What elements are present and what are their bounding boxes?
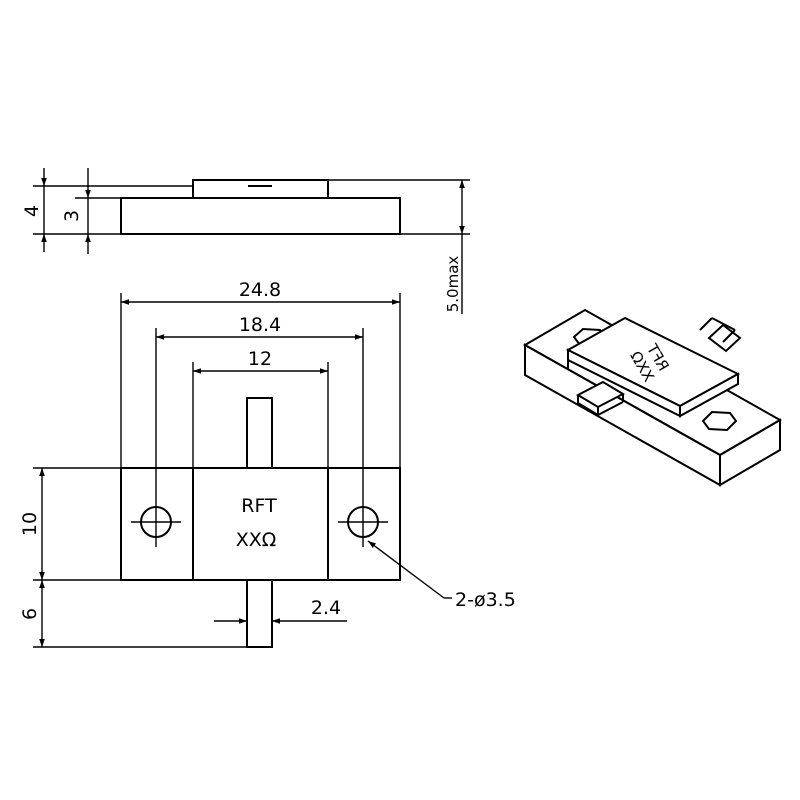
top-tab [246, 397, 273, 469]
dim-body-width: 12 [248, 348, 272, 370]
side-view: 4 3 5.0max [21, 168, 470, 314]
top-view: RFT XXΩ 24.8 18.4 12 10 6 2.4 2-ø3.5 [19, 279, 516, 648]
iso-hole-right [701, 410, 738, 432]
dim-tab-length: 6 [19, 608, 41, 620]
dim-max-height: 5.0max [444, 256, 462, 313]
side-cap [192, 179, 329, 199]
iso-tab-right-top [707, 323, 742, 353]
flange-outline [120, 467, 401, 581]
side-flange-body [120, 197, 401, 235]
iso-body-side [679, 372, 739, 418]
dim-tab-width: 2.4 [311, 597, 341, 619]
dim-hole-spacing: 18.4 [239, 314, 281, 336]
hole-callout-leader [367, 540, 445, 599]
bottom-tab [246, 579, 273, 648]
dim-flange-width: 10 [19, 512, 41, 536]
marking-ohms: XXΩ [236, 529, 277, 551]
marking-rft: RFT [241, 495, 277, 517]
hole-callout: 2-ø3.5 [455, 589, 516, 611]
iso-flange-side [719, 418, 781, 487]
iso-view: RFT XXΩ [522, 308, 783, 487]
dim-flange-length: 24.8 [239, 279, 281, 301]
dim-flange-height: 3 [61, 210, 83, 222]
iso-tab-left [575, 380, 626, 409]
dim-total-height: 4 [21, 205, 43, 217]
